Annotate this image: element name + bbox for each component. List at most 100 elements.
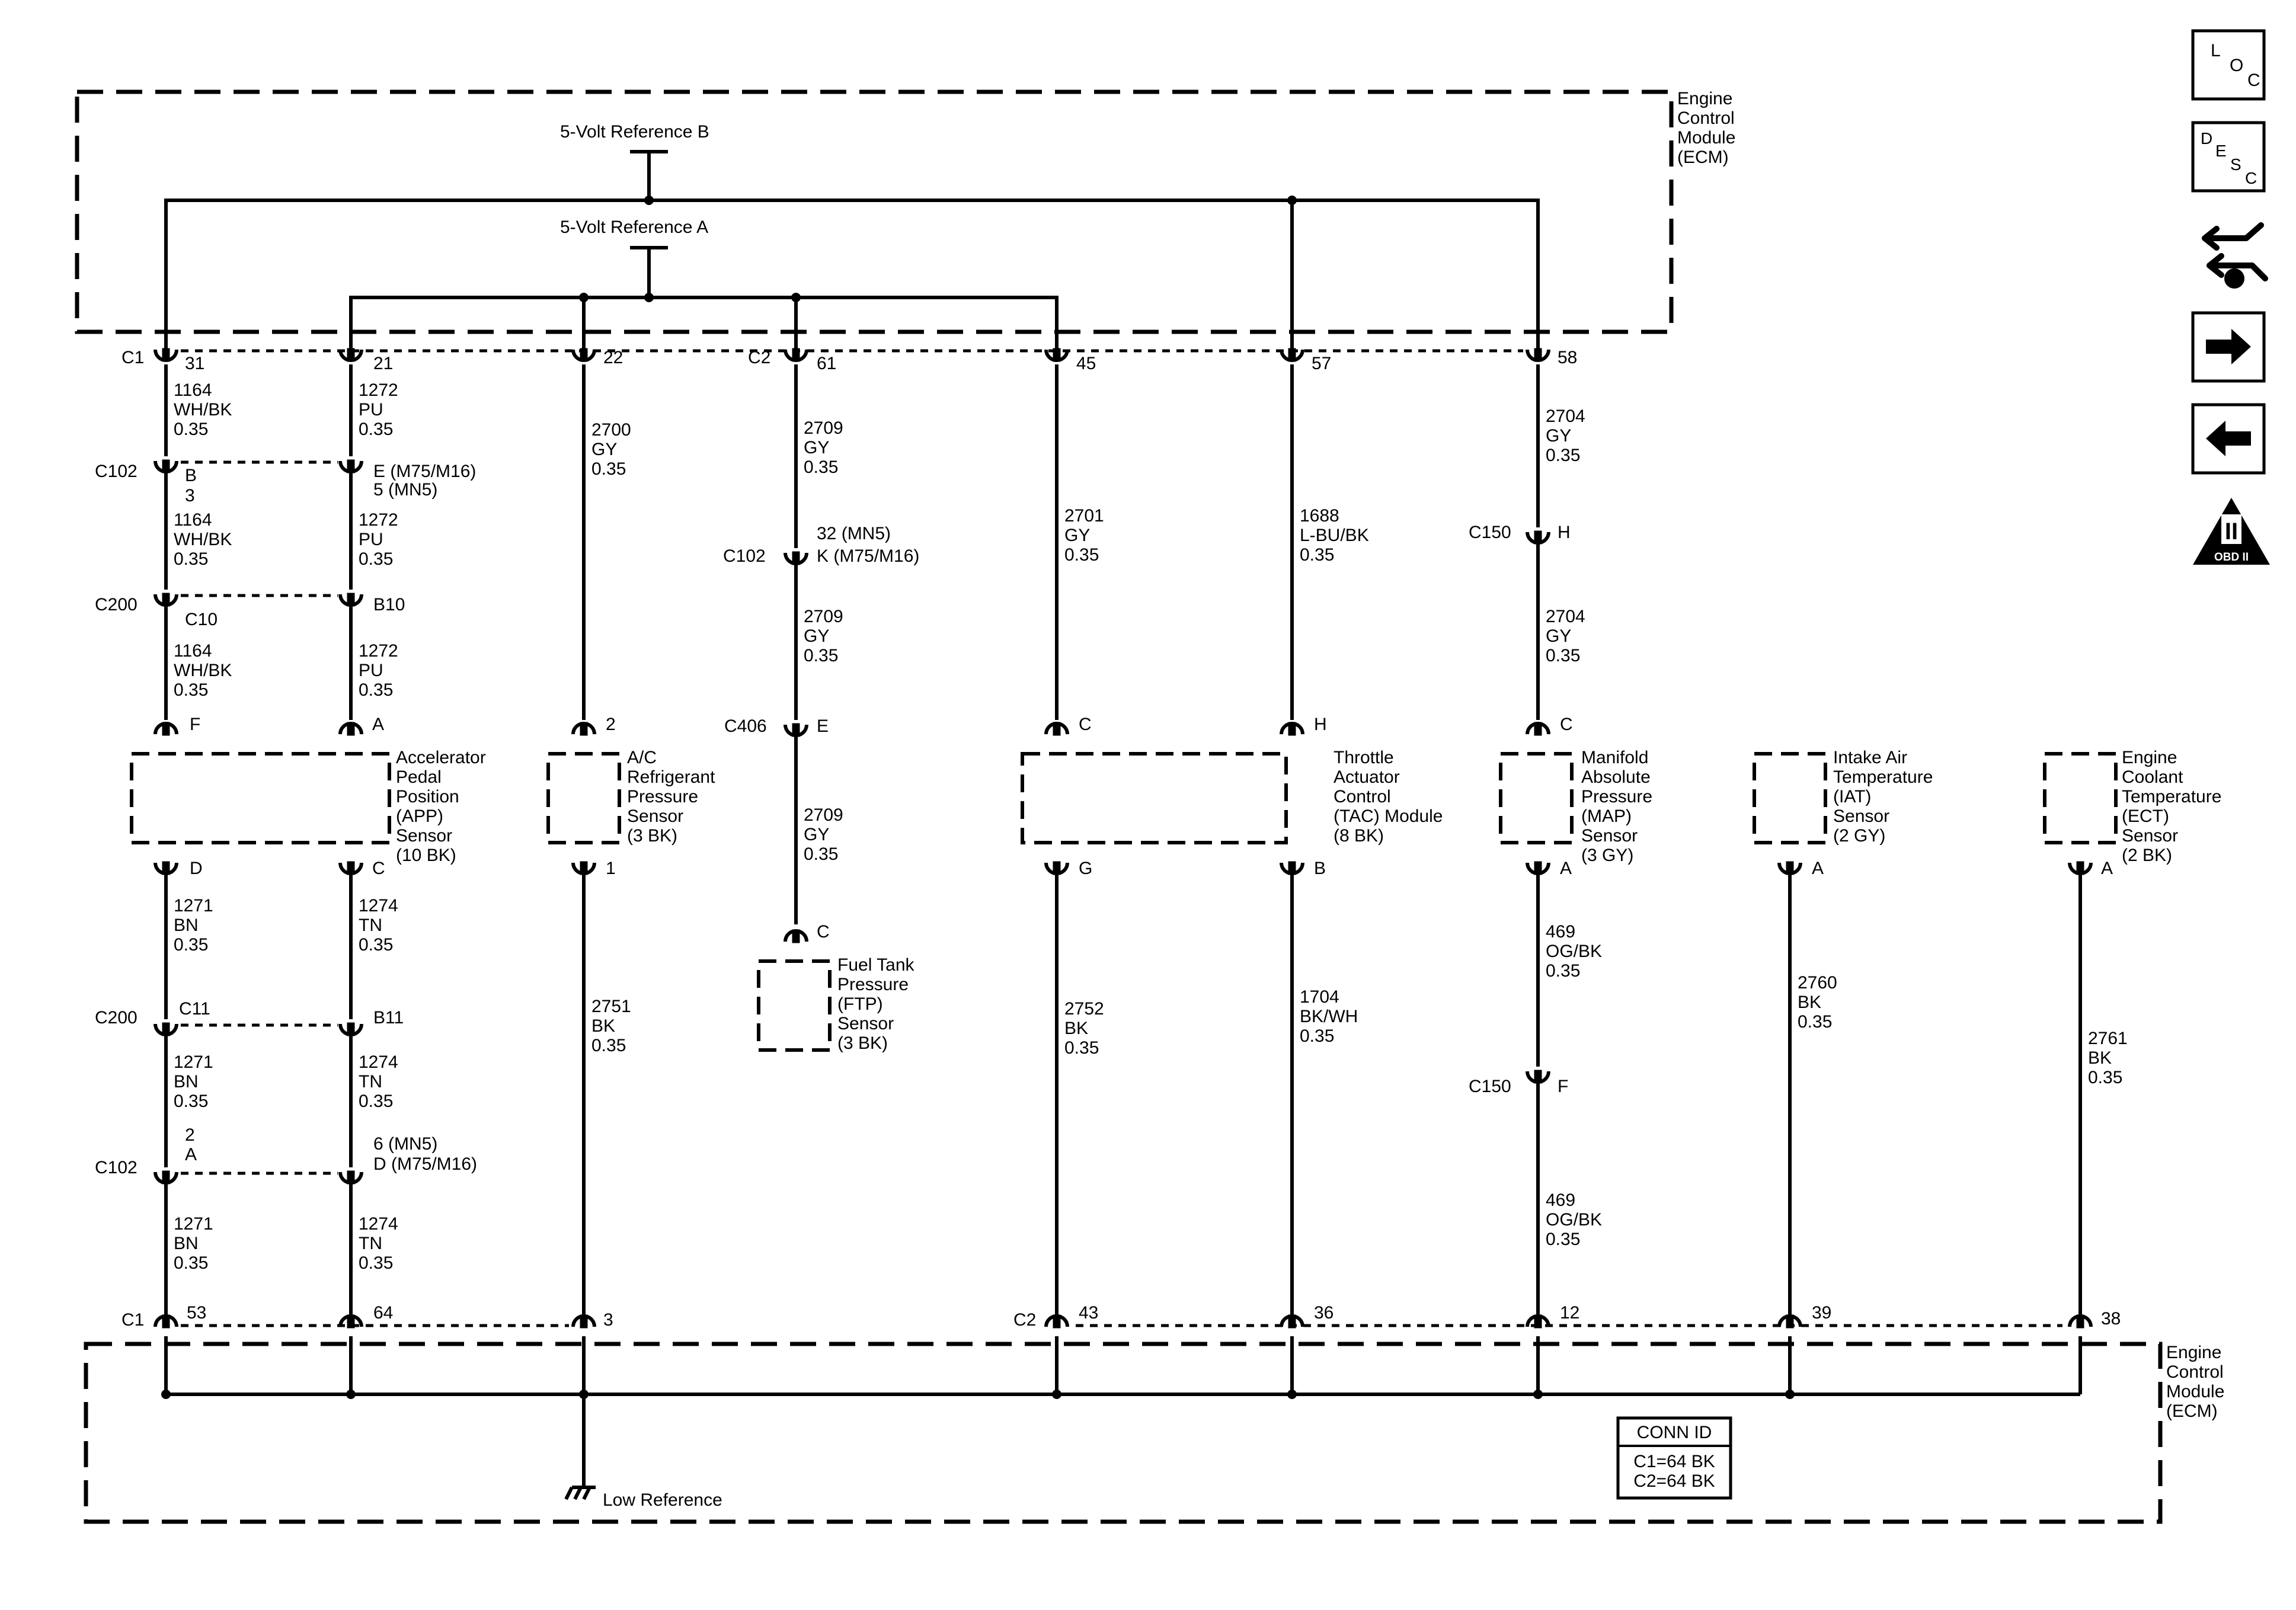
connector-c2-top: C2 [748, 348, 770, 367]
desc-button[interactable]: D E S C [2191, 121, 2266, 193]
pin-label: 2 [185, 1125, 195, 1145]
connector-c150-1: C150 [1469, 523, 1511, 542]
connector-pin [338, 1170, 363, 1185]
svg-text:OBD II: OBD II [2214, 551, 2249, 564]
pin-label: 2 [606, 715, 616, 734]
pin-label: 36 [1314, 1303, 1334, 1323]
svg-text:C: C [2247, 71, 2260, 90]
connector-pin [1280, 861, 1304, 875]
loc-button[interactable]: L O C [2191, 29, 2266, 101]
connector-pin [1280, 1314, 1304, 1329]
connector-pin [571, 722, 596, 736]
map-sensor-box [1499, 752, 1574, 844]
pin-label: C [1560, 715, 1573, 734]
pin-label: K (M75/M16) [817, 546, 919, 566]
pin-label: 31 [185, 354, 204, 373]
pin-label: 45 [1076, 354, 1096, 373]
pin-label: A [2101, 859, 2113, 878]
connector-pin [154, 348, 178, 362]
pin-label: 3 [603, 1310, 613, 1330]
tac-module-box [1021, 752, 1288, 844]
connector-pin [154, 722, 178, 736]
component-tool-button[interactable] [2202, 222, 2268, 289]
pin-label: 57 [1312, 354, 1331, 373]
connector-c102-1: C102 [95, 462, 137, 481]
svg-text:II: II [2225, 518, 2238, 545]
svg-text:L: L [2211, 41, 2221, 60]
pin-label: C [1079, 715, 1092, 734]
pin-label: A [1560, 859, 1572, 878]
conn-id-title: CONN ID [1637, 1423, 1712, 1442]
iat-sensor-box [1753, 752, 1827, 844]
connector-pin [154, 459, 178, 473]
connector-pin [1044, 722, 1069, 736]
connector-pin [784, 551, 808, 565]
connector-pin [1526, 530, 1550, 545]
pin-label: 32 (MN5) [817, 524, 891, 543]
pin-label: B10 [373, 595, 405, 614]
connector-pin [1777, 1314, 1802, 1329]
pin-label: A [372, 715, 384, 734]
connector-pin [154, 1022, 178, 1036]
connector-c200-1: C200 [95, 595, 137, 614]
ect-sensor-box [2043, 752, 2118, 844]
connector-c1-bottom: C1 [121, 1310, 144, 1330]
svg-text:C: C [2245, 169, 2257, 187]
pin-label: 43 [1079, 1303, 1098, 1323]
connector-pin [2068, 861, 2093, 875]
pin-label: B [1314, 859, 1326, 878]
connector-pin [1526, 1314, 1550, 1329]
ftp-sensor-box [757, 959, 832, 1052]
tool-icon [2202, 222, 2268, 289]
connector-pin [784, 723, 808, 737]
low-ref-label: Low Reference [603, 1490, 722, 1510]
connector-c102-2: C102 [723, 546, 766, 566]
connector-pin [338, 861, 363, 875]
pin-label: B [185, 466, 197, 485]
connector-pin [1777, 861, 1802, 875]
pin-label: 3 [185, 486, 195, 505]
obd-ii-button[interactable]: II OBD II [2193, 498, 2270, 565]
connector-pin [154, 861, 178, 875]
pin-label: D (M75/M16) [373, 1154, 477, 1174]
connector-pin [1044, 1314, 1069, 1329]
connector-pin [338, 348, 363, 362]
connector-pin [1526, 1070, 1550, 1084]
pin-label: G [1079, 859, 1092, 878]
ref-b-label: 5-Volt Reference B [560, 122, 709, 142]
pin-label: C10 [185, 610, 218, 629]
connector-c2-bottom: C2 [1013, 1310, 1036, 1330]
connector-pin [571, 1314, 596, 1329]
pin-label: A [185, 1145, 197, 1164]
connector-pin [338, 722, 363, 736]
connector-pin [571, 861, 596, 875]
next-page-button[interactable] [2191, 311, 2266, 383]
connector-c200-2: C200 [95, 1008, 137, 1028]
connector-c406: C406 [724, 716, 767, 736]
acp-sensor-box [546, 752, 621, 844]
pin-label: 6 (MN5) [373, 1134, 437, 1154]
pin-label: F [190, 715, 200, 734]
previous-page-button[interactable] [2191, 403, 2266, 475]
connector-c1-top: C1 [121, 348, 144, 367]
pin-label: 22 [603, 348, 623, 367]
